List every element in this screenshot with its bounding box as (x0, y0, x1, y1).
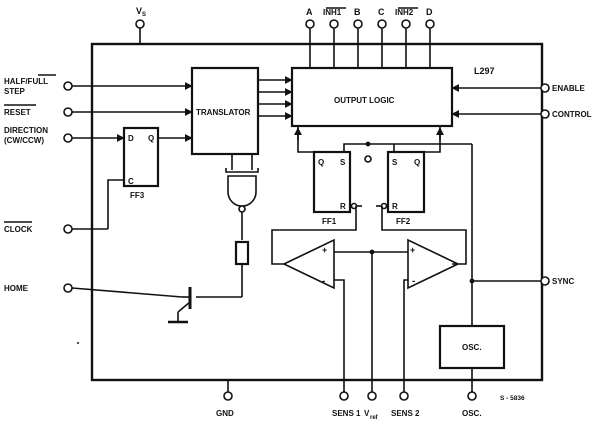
home-transistor (168, 264, 243, 324)
pin-control: CONTROL (451, 109, 592, 119)
pin-vs: V S (135, 6, 146, 44)
comparator-reset-wiring (271, 202, 467, 265)
ff1-block (312, 150, 352, 214)
pin-c: C (377, 7, 387, 68)
pin-d: D (425, 7, 435, 68)
svg-text:A: A (306, 7, 313, 17)
svg-text:INH2: INH2 (395, 8, 414, 17)
pin-inh2: INH2 (395, 7, 418, 68)
svg-text:HOME: HOME (4, 284, 29, 293)
svg-text:CLOCK: CLOCK (4, 225, 33, 234)
svg-text:SYNC: SYNC (552, 277, 574, 286)
translator-block (190, 66, 260, 156)
translator-to-output-logic-bus (258, 76, 293, 120)
svg-text:ENABLE: ENABLE (552, 84, 586, 93)
pin-a: A (305, 7, 315, 68)
ff3-c: C (128, 177, 134, 186)
pin-reset: RESET (4, 104, 193, 117)
svg-text:C: C (378, 7, 385, 17)
svg-text:-: - (412, 276, 415, 287)
svg-text:SENS 1: SENS 1 (332, 409, 361, 418)
pin-osc: OSC. (462, 368, 482, 418)
svg-text:D: D (426, 7, 433, 17)
translator-label: TRANSLATOR (196, 108, 251, 117)
svg-text:CONTROL: CONTROL (552, 110, 592, 119)
ff2-s: S (392, 158, 398, 167)
chip-part-number: L297 (474, 66, 495, 76)
ff2-r: R (392, 202, 398, 211)
svg-text:DIRECTION: DIRECTION (4, 126, 48, 135)
svg-text:+: + (322, 245, 327, 255)
ff3-q: Q (148, 134, 154, 143)
output-logic-label: OUTPUT LOGIC (334, 96, 395, 105)
svg-text:SENS 2: SENS 2 (391, 409, 420, 418)
ff1-s: S (340, 158, 346, 167)
svg-text:V: V (136, 6, 142, 16)
ff3-wiring (107, 134, 193, 229)
ff1-r: R (340, 202, 346, 211)
ff2-name: FF2 (396, 217, 411, 226)
figure-code: S - 5836 (500, 395, 525, 402)
ff2-block (386, 150, 426, 214)
pin-b: B (353, 7, 363, 68)
svg-text:STEP: STEP (4, 87, 26, 96)
pin-sens1: SENS 1 (332, 391, 361, 418)
chip-outline (90, 42, 544, 382)
pin-home: HOME (4, 283, 183, 298)
pin-inh1: INH1 (323, 7, 346, 68)
svg-text:ref: ref (370, 415, 379, 421)
pin-sens2: SENS 2 (391, 391, 420, 418)
svg-text:HALF/FULL: HALF/FULL (4, 77, 48, 86)
ff3-d: D (128, 134, 134, 143)
pin-enable: ENABLE (451, 83, 586, 93)
pin-vref: V ref (364, 391, 379, 421)
resistor (234, 240, 250, 266)
comparator-2: + - (372, 238, 460, 392)
output-logic-block (290, 66, 454, 128)
svg-text:INH1: INH1 (323, 8, 342, 17)
oscillator-block (438, 324, 506, 370)
svg-text:+: + (410, 245, 415, 255)
svg-text:-: - (322, 276, 325, 287)
oscillator-label: OSC. (462, 343, 482, 352)
comparator-1: + - (282, 238, 372, 392)
vref-wiring (369, 249, 375, 392)
ff1-name: FF1 (322, 217, 337, 226)
pin-direction: DIRECTION (CW/CCW) (4, 126, 125, 145)
ff-feedback-wiring (294, 126, 475, 326)
svg-text:OSC.: OSC. (462, 409, 482, 418)
svg-text:S: S (142, 12, 146, 18)
ff2-q: Q (414, 158, 420, 167)
svg-text:V: V (364, 409, 370, 418)
nand-gate (225, 154, 259, 240)
svg-text:(CW/CCW): (CW/CCW) (4, 136, 44, 145)
svg-text:B: B (354, 7, 361, 17)
pin-gnd: GND (216, 380, 234, 418)
ff1-q: Q (318, 158, 324, 167)
ff3-name: FF3 (130, 191, 145, 200)
pin-clock: CLOCK (4, 221, 108, 234)
pin-half-full-step: HALF/FULL STEP (4, 74, 193, 96)
pin-sync: SYNC (472, 276, 574, 286)
svg-text:RESET: RESET (4, 108, 31, 117)
svg-text:GND: GND (216, 409, 234, 418)
ff3-block (122, 126, 160, 188)
